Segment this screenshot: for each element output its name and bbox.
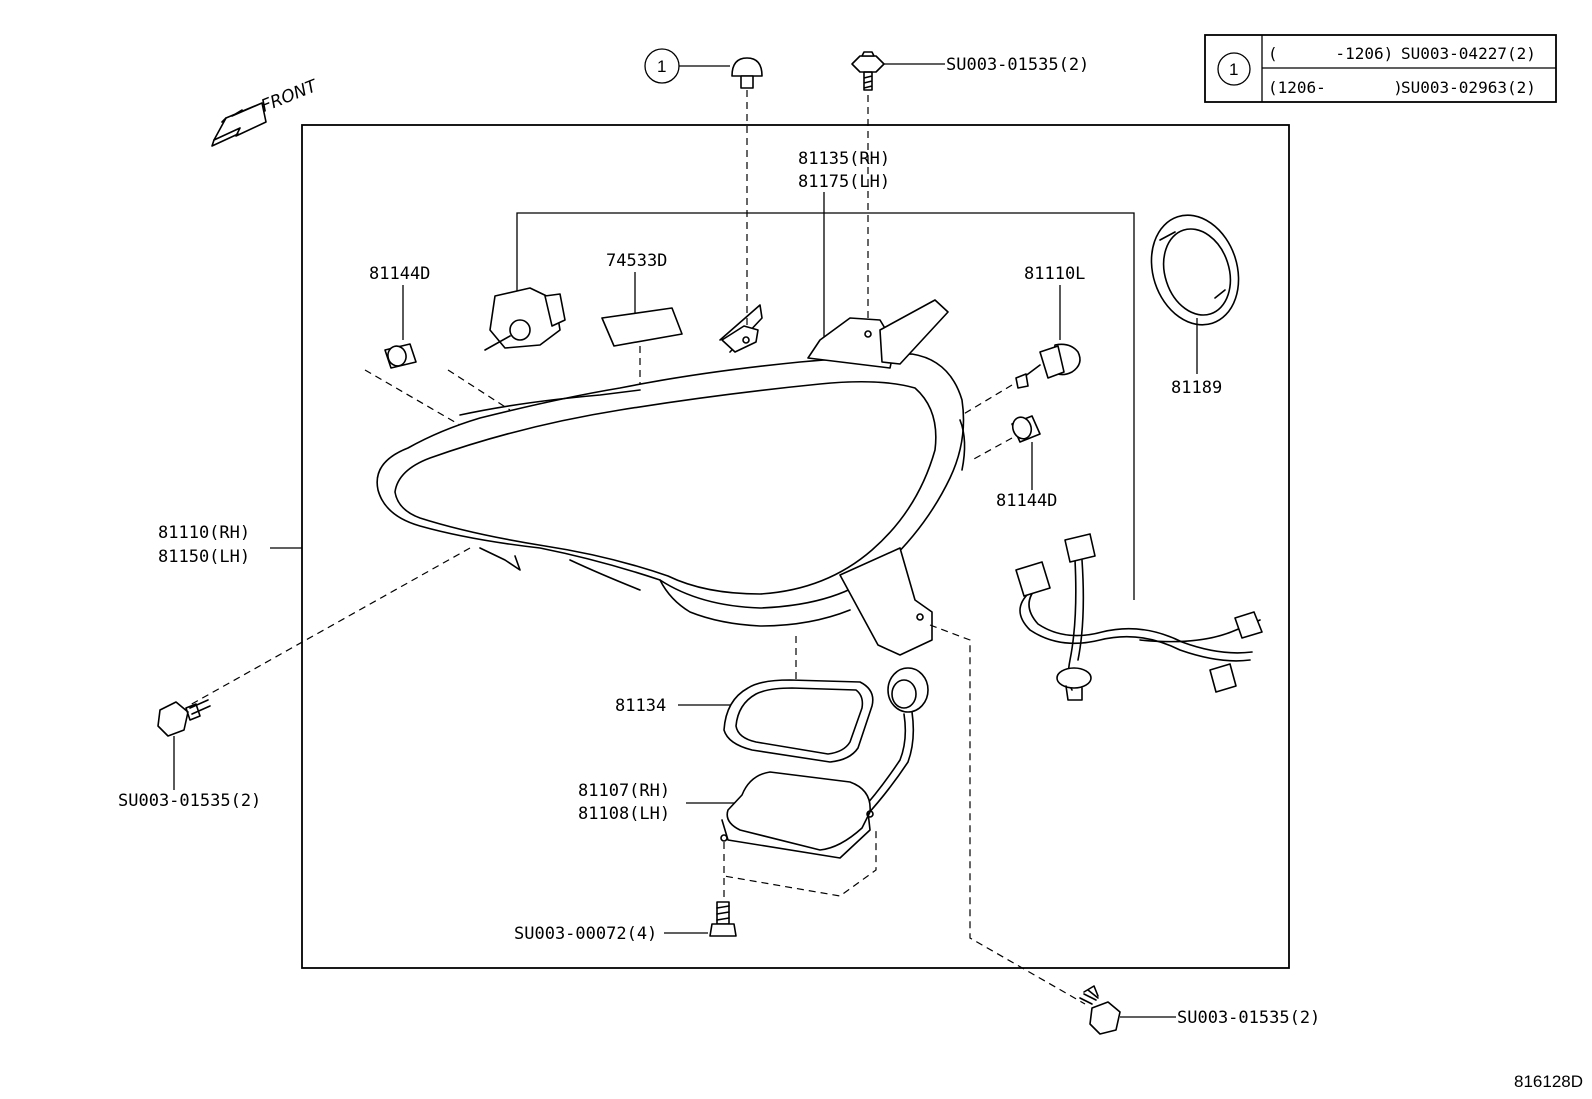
cap-right-icon bbox=[1011, 415, 1041, 443]
wire-harness-icon bbox=[1015, 533, 1263, 701]
headlamp-assembly-icon bbox=[376, 299, 966, 656]
clip-icon bbox=[731, 57, 763, 89]
bolt-left-label: SU003-01535(2) bbox=[118, 791, 261, 811]
bulb-label: 81110L bbox=[1024, 264, 1085, 284]
ring-label: 81189 bbox=[1171, 378, 1222, 398]
bolt-top-icon bbox=[851, 51, 885, 91]
legend-table bbox=[1204, 34, 1557, 103]
bolt-top-label: SU003-01535(2) bbox=[946, 55, 1089, 75]
headlamp-label-rh: 81110(RH) bbox=[158, 523, 250, 543]
legend-row-1-part: SU003-04227(2) bbox=[1401, 44, 1536, 63]
ballast-label-rh: 81107(RH) bbox=[578, 781, 670, 801]
bolt-bottom-right-label: SU003-01535(2) bbox=[1177, 1008, 1320, 1028]
bolt-bottom-right-icon bbox=[1079, 985, 1121, 1035]
screw-bottom-label: SU003-00072(4) bbox=[514, 924, 657, 944]
cap-left-icon bbox=[384, 343, 417, 369]
clip-ref-number: 1 bbox=[657, 57, 666, 76]
bolt-left-icon bbox=[157, 699, 211, 737]
gasket-label: 81134 bbox=[615, 696, 666, 716]
sticker-label: 74533D bbox=[606, 251, 667, 271]
bracket-label-lh: 81175(LH) bbox=[798, 172, 890, 192]
illustration-id: 816128D bbox=[1514, 1072, 1583, 1091]
front-arrow-icon bbox=[211, 102, 267, 147]
headlamp-label-lh: 81150(LH) bbox=[158, 547, 250, 567]
screw-bottom-icon bbox=[709, 901, 737, 937]
legend-row-1-range: ( -1206) bbox=[1268, 44, 1393, 63]
sticker-icon bbox=[601, 307, 683, 347]
assembly-frame bbox=[301, 124, 1290, 969]
legend-ref-number: 1 bbox=[1229, 60, 1238, 79]
socket-icon bbox=[484, 287, 566, 351]
cap-left-label: 81144D bbox=[369, 264, 430, 284]
legend-row-2-range: (1206- ) bbox=[1268, 78, 1403, 97]
cap-right-label: 81144D bbox=[996, 491, 1057, 511]
legend-row-2-part: SU003-02963(2) bbox=[1401, 78, 1536, 97]
ballast-label-lh: 81108(LH) bbox=[578, 804, 670, 824]
bulb-icon bbox=[1015, 343, 1081, 389]
ballast-unit-icon bbox=[720, 771, 874, 859]
front-label: FRONT bbox=[258, 76, 321, 117]
ballast-connector-icon bbox=[859, 667, 929, 817]
legend-ref-circle bbox=[1217, 52, 1251, 86]
gasket-icon bbox=[723, 679, 874, 763]
bracket-label-rh: 81135(RH) bbox=[798, 149, 890, 169]
retaining-ring-icon bbox=[1150, 214, 1240, 326]
